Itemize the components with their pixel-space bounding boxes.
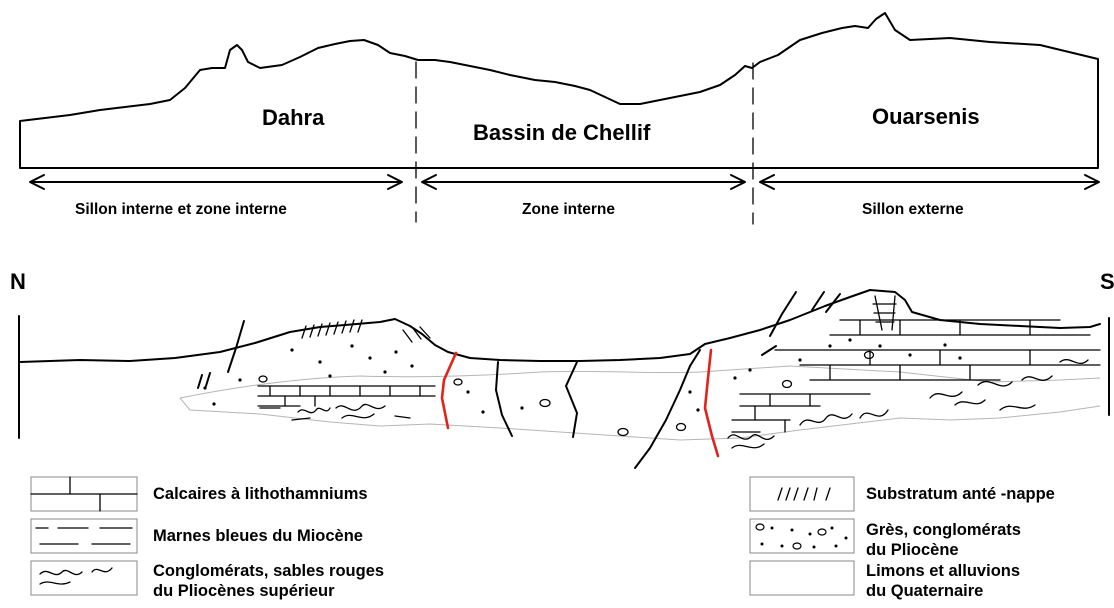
zone-label-zone-interne: Zone interne <box>522 201 615 218</box>
svg-text:Grès, conglomérats: Grès, conglomérats <box>866 521 1021 539</box>
fault-black-8 <box>762 346 776 355</box>
svg-text:Marnes bleues du Miocène: Marnes bleues du Miocène <box>153 527 363 545</box>
legend-item-marnes: Marnes bleues du Miocène <box>31 519 363 553</box>
extent-arrow-center <box>422 175 745 189</box>
south-label: S <box>1100 269 1114 294</box>
fault-red-west <box>442 353 456 428</box>
region-label-bassin-de-chellif: Bassin de Chellif <box>473 120 651 145</box>
zone-label-sillon-interne: Sillon interne et zone interne <box>75 201 287 218</box>
region-label-ouarsenis: Ouarsenis <box>872 104 980 129</box>
topographic-profile: Dahra Bassin de Chellif Ouarsenis Sillon… <box>20 13 1099 224</box>
calcaires-east <box>732 320 1100 432</box>
svg-text:Calcaires à lithothamniums: Calcaires à lithothamniums <box>153 485 368 503</box>
legend-item-substratum: Substratum anté -nappe <box>750 477 1055 511</box>
fault-black-2 <box>198 373 210 388</box>
geological-cross-section: N S <box>10 269 1114 468</box>
calcaires-west <box>258 386 435 406</box>
legend: Calcaires à lithothamniums Marnes bleues… <box>31 477 1055 600</box>
fault-black-4 <box>566 362 577 437</box>
svg-text:du Pliocène: du Pliocène <box>866 541 959 559</box>
conglomerats-squiggles-west <box>260 404 410 420</box>
legend-item-gres: Grès, conglomérats du Pliocène <box>750 519 1021 559</box>
svg-text:du Pliocènes supérieur: du Pliocènes supérieur <box>153 582 335 600</box>
fault-black-3 <box>496 362 512 436</box>
limons-base-outline <box>180 366 1100 440</box>
region-label-dahra: Dahra <box>262 105 325 130</box>
svg-text:du Quaternaire: du Quaternaire <box>866 582 983 600</box>
fault-black-6 <box>770 292 796 336</box>
legend-item-calcaires: Calcaires à lithothamniums <box>31 477 368 511</box>
zone-label-sillon-externe: Sillon externe <box>862 201 964 218</box>
north-label: N <box>10 269 26 294</box>
extent-arrow-east <box>760 175 1099 189</box>
fault-red-east <box>705 350 718 456</box>
ground-surface <box>20 290 1100 362</box>
legend-item-conglomerats: Conglomérats, sables rouges du Pliocènes… <box>31 561 384 600</box>
svg-text:Limons et alluvions: Limons et alluvions <box>866 562 1020 580</box>
extent-arrow-west <box>30 175 402 189</box>
svg-text:Substratum anté -nappe: Substratum anté -nappe <box>866 485 1055 503</box>
substratum-ladder <box>873 296 896 330</box>
svg-text:Conglomérats, sables rouges: Conglomérats, sables rouges <box>153 562 384 580</box>
fault-black-5 <box>635 350 700 468</box>
legend-item-limons: Limons et alluvions du Quaternaire <box>750 561 1020 600</box>
